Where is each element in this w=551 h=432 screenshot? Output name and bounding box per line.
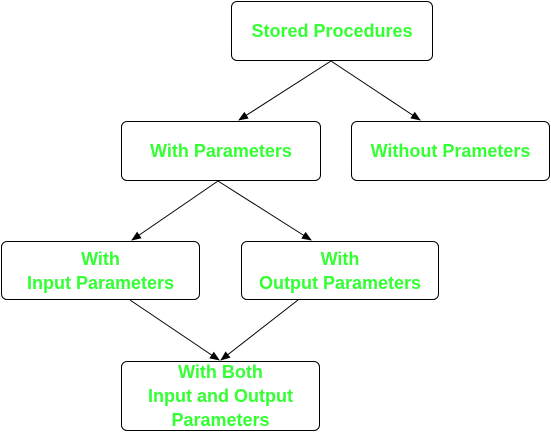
arrow-stored-procedures-to-with-parameters: [238, 60, 332, 121]
arrow-with-input-parameters-to-with-both: [129, 299, 220, 361]
arrow-with-parameters-to-with-output-parameters: [217, 180, 312, 241]
arrow-with-output-parameters-to-with-both: [220, 299, 299, 361]
node-with-input-parameters: With Input Parameters: [1, 241, 200, 300]
node-stored-procedures: Stored Procedures: [231, 1, 433, 61]
node-without-parameters: Without Prameters: [351, 121, 550, 181]
node-with-parameters: With Parameters: [121, 121, 321, 181]
node-with-output-parameters: With Output Parameters: [241, 241, 439, 300]
node-with-both-parameters: With Both Input and Output Parameters: [121, 361, 320, 431]
arrow-with-parameters-to-with-input-parameters: [131, 180, 219, 241]
arrow-stored-procedures-to-without-parameters: [330, 60, 421, 121]
